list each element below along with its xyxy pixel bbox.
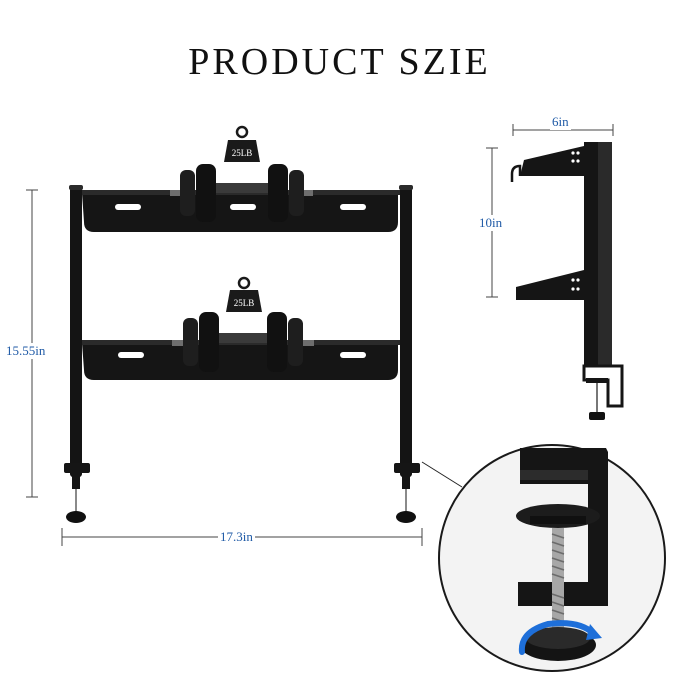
dumbbell-top bbox=[170, 164, 313, 222]
weight-badge-bottom: 25LB bbox=[226, 276, 262, 312]
weight-badge-top: 25LB bbox=[224, 125, 260, 162]
weight-label-top: 25LB bbox=[232, 148, 253, 158]
shelf-gap-dimension-label: 10in bbox=[477, 215, 505, 231]
dumbbell-bottom bbox=[172, 312, 314, 372]
detail-callout-line bbox=[421, 461, 463, 488]
width-dimension-label: 17.3in bbox=[218, 529, 255, 545]
shelf-side-view bbox=[510, 142, 624, 420]
rotate-arrow-icon bbox=[518, 620, 597, 655]
height-dimension-label: 15.55in bbox=[4, 343, 48, 359]
weight-label-bottom: 25LB bbox=[234, 298, 255, 308]
depth-dimension-label: 6in bbox=[550, 114, 571, 130]
depth-dimension-line bbox=[512, 124, 614, 136]
page-title: PRODUCT SZIE bbox=[188, 41, 491, 83]
clamp-detail-view bbox=[438, 444, 666, 672]
shelf-front-view bbox=[64, 185, 420, 523]
